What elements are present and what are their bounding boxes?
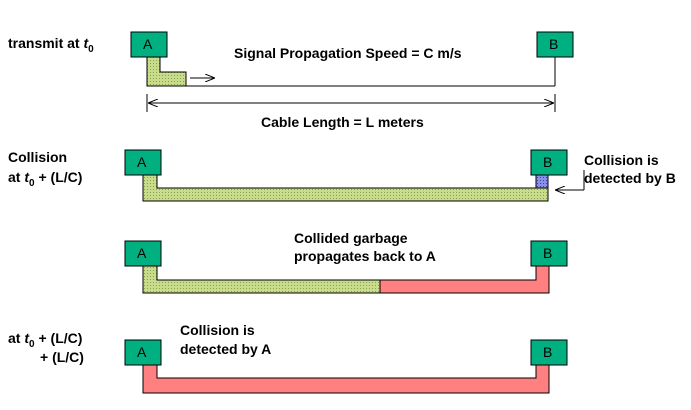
final-label-line1: at t0 + (L/C) bbox=[8, 330, 82, 350]
cable-length-label: Cable Length = L meters bbox=[261, 114, 424, 130]
node-a-1: A bbox=[130, 31, 168, 58]
signal-full-cable bbox=[142, 174, 549, 202]
collision-label-line2: at t0 + (L/C) bbox=[8, 169, 82, 189]
svg-text:A: A bbox=[137, 154, 147, 170]
collision-label-line1: Collision bbox=[8, 149, 67, 165]
final-label-line2: + (L/C) bbox=[40, 349, 84, 365]
detected-a-line2: detected by A bbox=[180, 341, 271, 357]
garbage-full-cable bbox=[142, 364, 550, 394]
collision-segment bbox=[535, 174, 549, 189]
svg-text:B: B bbox=[543, 245, 552, 261]
node-a-4: A bbox=[124, 339, 162, 366]
signal-segment bbox=[146, 54, 187, 87]
svg-text:A: A bbox=[137, 245, 147, 261]
node-a-2: A bbox=[124, 149, 162, 176]
svg-text:A: A bbox=[137, 344, 147, 360]
garbage-segment bbox=[379, 264, 550, 294]
garbage-line1: Collided garbage bbox=[294, 230, 408, 246]
node-b-1: B bbox=[536, 31, 574, 58]
signal-remaining bbox=[142, 264, 381, 294]
node-b-3: B bbox=[530, 240, 568, 267]
svg-text:B: B bbox=[549, 36, 558, 52]
svg-text:B: B bbox=[543, 154, 552, 170]
detected-a-line1: Collision is bbox=[180, 322, 255, 338]
svg-text:B: B bbox=[543, 344, 552, 360]
detected-b-line1: Collision is bbox=[584, 152, 659, 168]
node-b-4: B bbox=[530, 339, 568, 366]
garbage-line2: propagates back to A bbox=[294, 248, 436, 264]
detected-b-line2: detected by B bbox=[584, 170, 676, 186]
speed-label: Signal Propagation Speed = C m/s bbox=[234, 45, 462, 61]
transmit-label: transmit at t0 bbox=[8, 35, 94, 55]
node-b-2: B bbox=[530, 149, 568, 176]
svg-text:A: A bbox=[143, 36, 153, 52]
node-a-3: A bbox=[124, 240, 162, 267]
